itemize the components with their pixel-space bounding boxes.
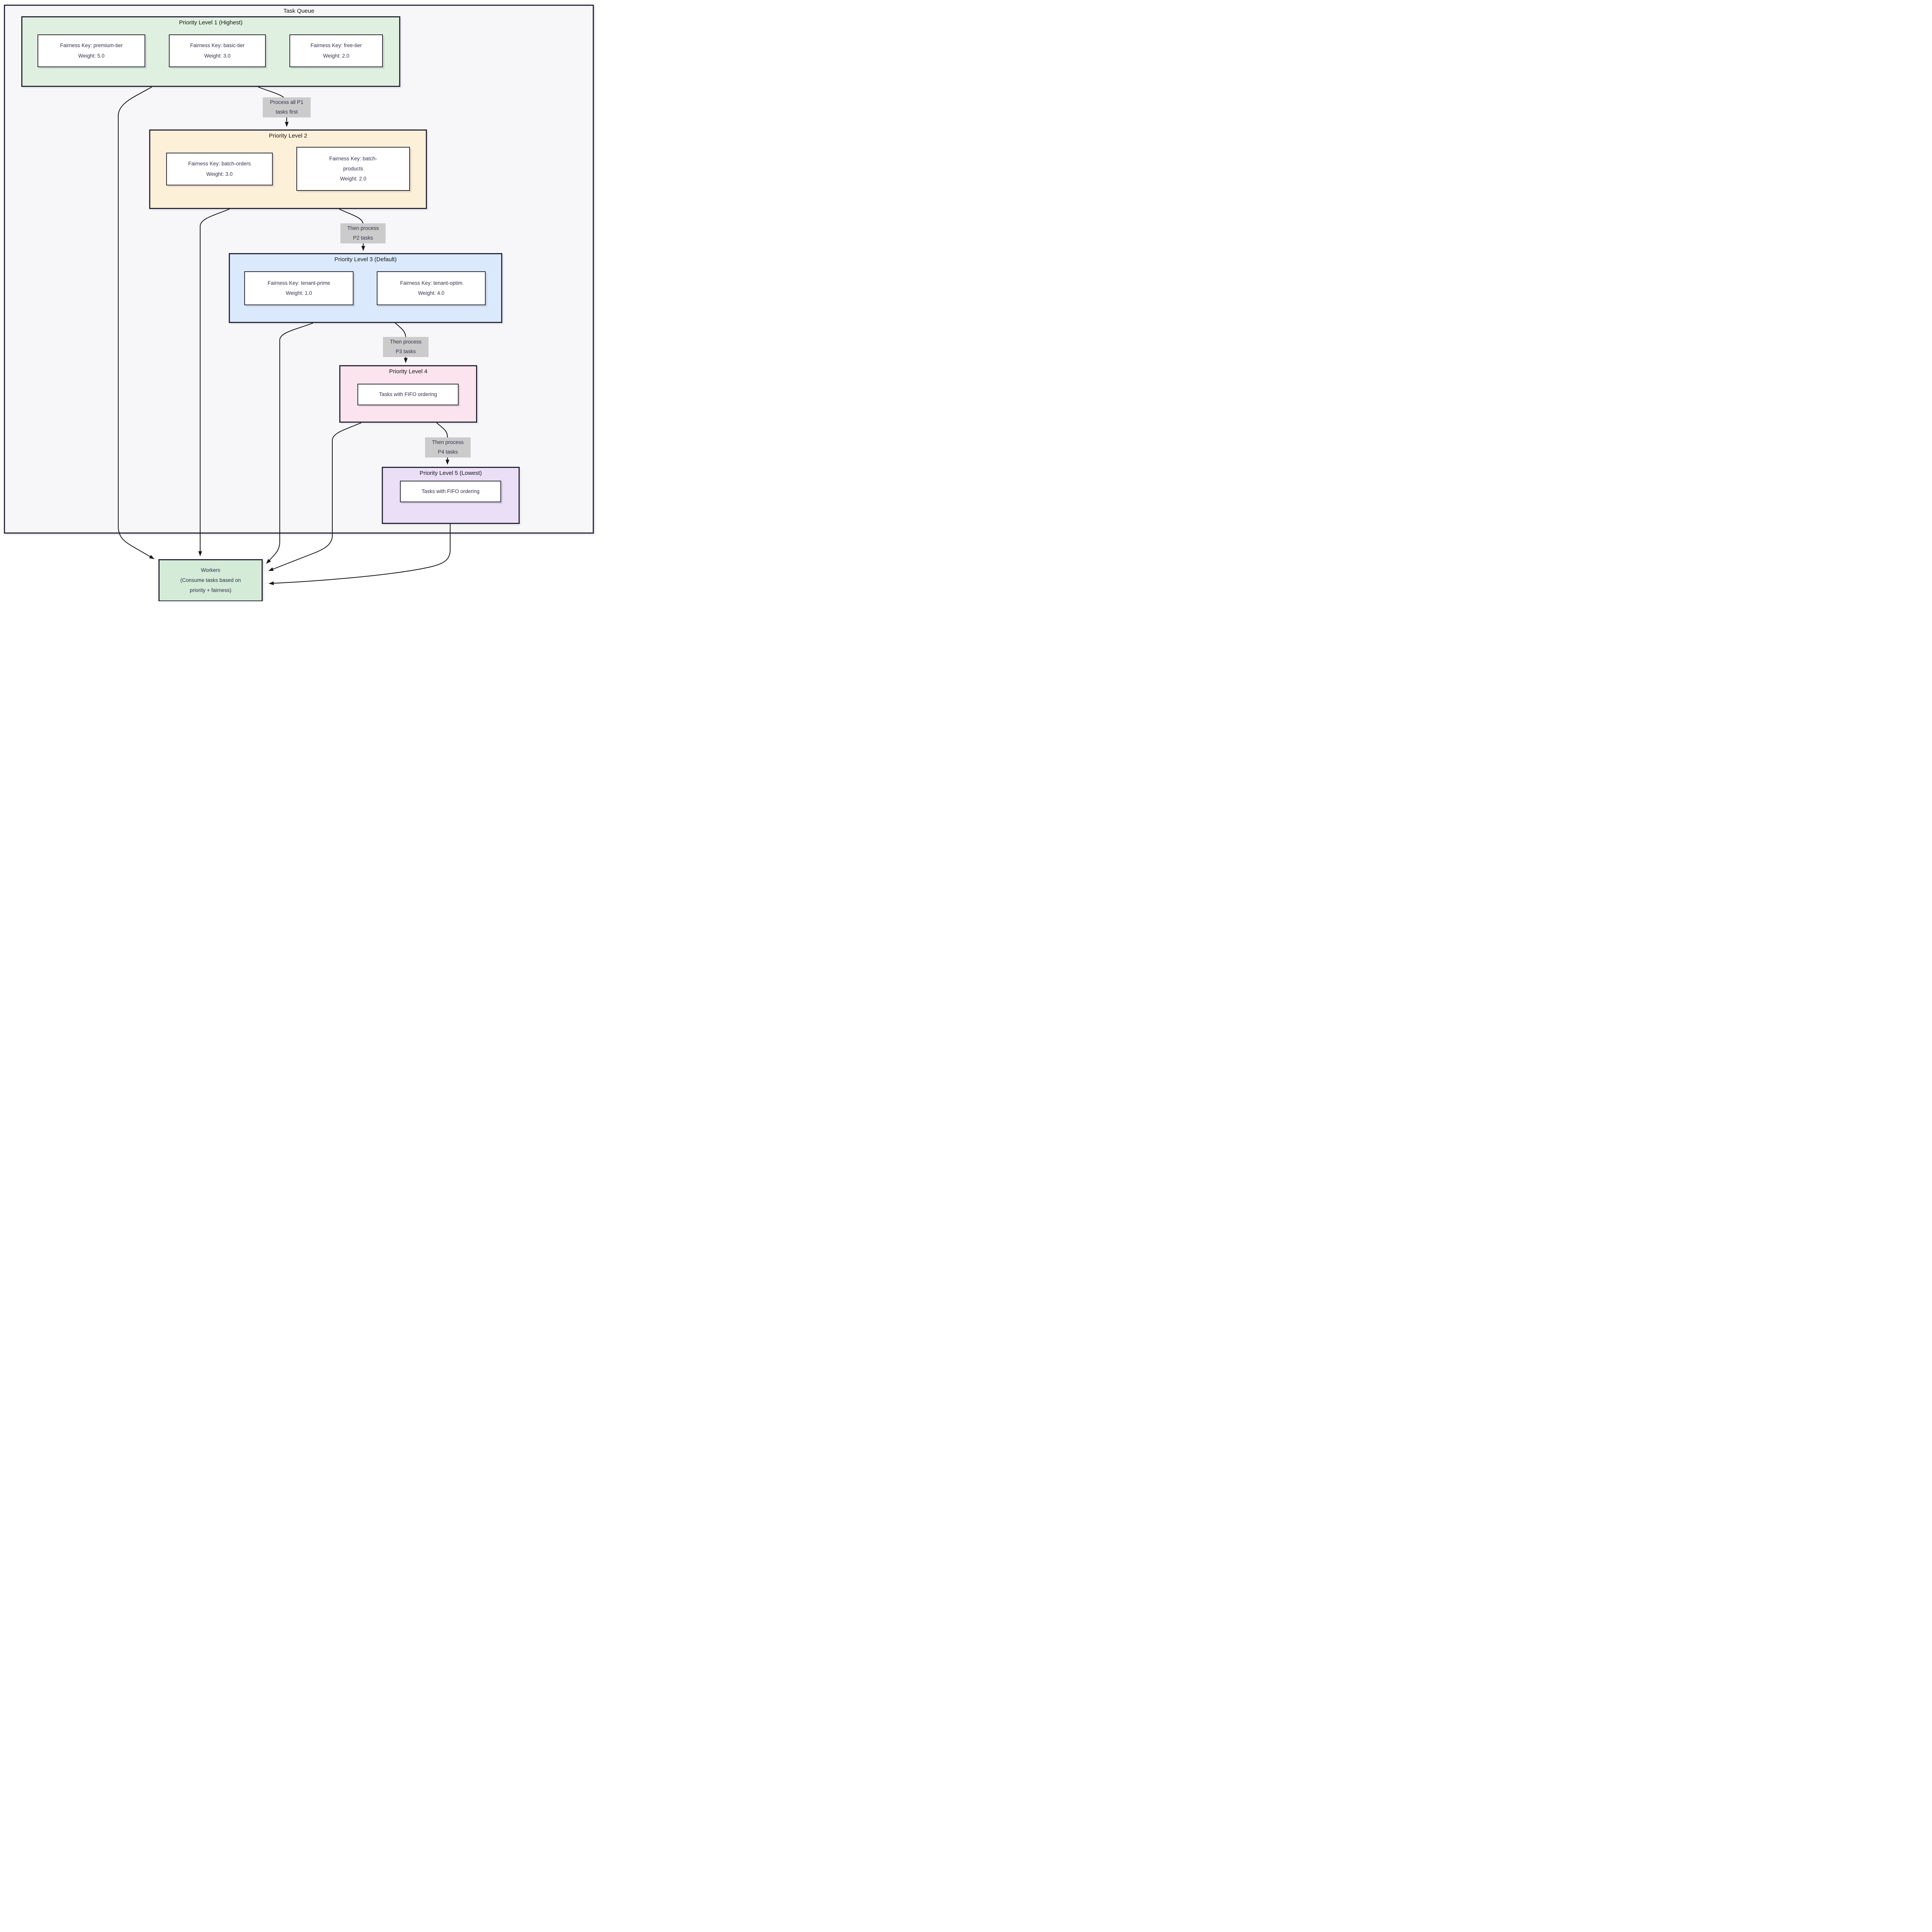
- edge-label-text: P2 tasks: [353, 235, 373, 241]
- edge-label-text: tasks first: [276, 109, 298, 115]
- workers-box: Workers (Consume tasks based on priority…: [158, 559, 263, 601]
- node-premium-tier: Fairness Key: premium-tier Weight: 5.0: [37, 34, 145, 67]
- node-text: Tasks with FIFO ordering: [379, 391, 437, 397]
- node-text: Weight: 2.0: [323, 53, 350, 59]
- edge-label-text: Process all P1: [270, 99, 304, 105]
- node-fifo-p5: Tasks with FIFO ordering: [400, 481, 501, 502]
- task-queue-title: Task Queue: [283, 8, 315, 14]
- priority-5-title: Priority Level 5 (Lowest): [420, 470, 482, 476]
- node-text: Fairness Key: tenant-prime: [267, 280, 330, 286]
- node-text: Weight: 3.0: [204, 53, 231, 59]
- node-text: Fairness Key: tenant-optim: [400, 280, 463, 286]
- priority-1-title: Priority Level 1 (Highest): [179, 19, 243, 26]
- edge-label-p4-p5: Then process P4 tasks: [425, 437, 471, 457]
- edge-label-text: Then process: [347, 225, 379, 231]
- node-fifo-p4: Tasks with FIFO ordering: [357, 384, 459, 405]
- edge-label-p3-p4: Then process P3 tasks: [383, 337, 429, 357]
- node-free-tier: Fairness Key: free-tier Weight: 2.0: [289, 34, 383, 67]
- node-text: Fairness Key: premium-tier: [60, 43, 123, 49]
- node-tenant-optim: Fairness Key: tenant-optim Weight: 4.0: [377, 271, 486, 305]
- node-text: Weight: 1.0: [286, 290, 312, 296]
- workers-text: priority + fairness): [190, 587, 231, 594]
- node-text: Fairness Key: free-tier: [310, 43, 362, 49]
- node-text: Weight: 5.0: [78, 53, 105, 59]
- node-text: products: [343, 165, 363, 172]
- edge-label-p1-p2: Process all P1 tasks first: [263, 97, 311, 117]
- node-text: Weight: 3.0: [206, 171, 233, 177]
- node-tenant-prime: Fairness Key: tenant-prime Weight: 1.0: [244, 271, 354, 305]
- node-text: Fairness Key: batch-: [329, 155, 377, 162]
- edge-label-text: P4 tasks: [438, 449, 458, 455]
- workers-text: Workers: [201, 567, 220, 573]
- flowchart-canvas: Task Queue Priority Level 1 (Highest) Fa…: [0, 0, 596, 601]
- workers-text: (Consume tasks based on: [180, 577, 241, 583]
- node-text: Weight: 4.0: [418, 290, 445, 296]
- node-text: Tasks with FIFO ordering: [421, 488, 480, 494]
- node-text: Fairness Key: basic-tier: [190, 43, 245, 49]
- node-basic-tier: Fairness Key: basic-tier Weight: 3.0: [169, 34, 266, 67]
- edge-label-text: Then process: [432, 439, 464, 446]
- priority-3-title: Priority Level 3 (Default): [334, 256, 397, 263]
- node-batch-products: Fairness Key: batch- products Weight: 2.…: [296, 147, 410, 191]
- edge-label-text: P3 tasks: [396, 349, 416, 354]
- priority-4-title: Priority Level 4: [389, 368, 428, 375]
- node-text: Fairness Key: batch-orders: [188, 161, 251, 167]
- edge-label-text: Then process: [390, 339, 422, 345]
- priority-2-title: Priority Level 2: [269, 133, 308, 139]
- edge-label-p2-p3: Then process P2 tasks: [340, 223, 386, 243]
- node-text: Weight: 2.0: [340, 176, 367, 182]
- node-batch-orders: Fairness Key: batch-orders Weight: 3.0: [166, 153, 273, 185]
